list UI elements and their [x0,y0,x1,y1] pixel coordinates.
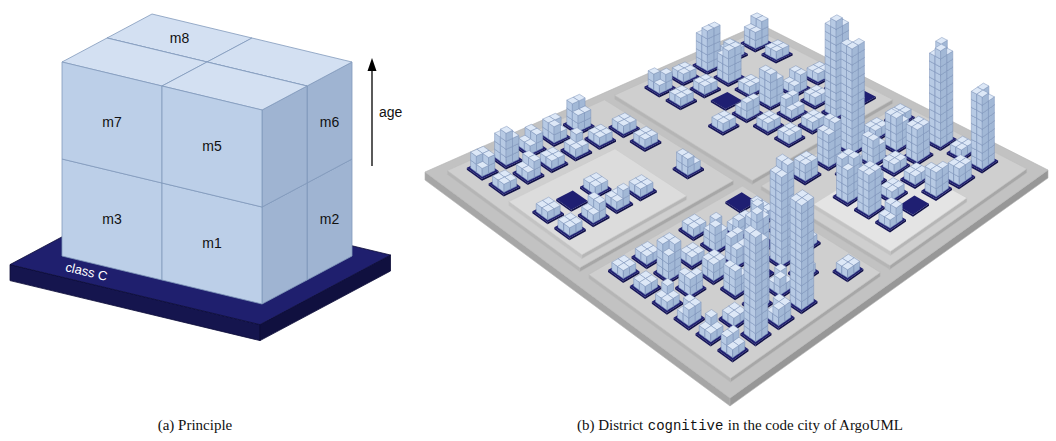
city-ground [730,170,1048,406]
method-block [611,195,623,202]
method-block [531,128,543,135]
method-block [699,80,711,86]
city-ground [425,24,1048,398]
method-block [471,149,483,156]
class-plate [762,46,793,62]
method-block [594,131,606,138]
method-block [635,182,647,189]
method-block [588,207,600,215]
method-block [733,214,745,221]
method-block [654,79,666,85]
class-plate [898,195,929,214]
method-block [786,104,798,111]
method-block [977,90,989,97]
method-block [648,68,660,74]
class-plate [625,180,657,199]
subdistrict-slab [814,156,967,252]
method-block [789,80,801,86]
method-block [750,27,762,33]
method-block [829,116,841,123]
class-plate [561,142,593,160]
class-plate [798,115,829,132]
method-block [954,162,966,169]
method-block [863,168,875,175]
method-block [618,119,630,126]
method-block [744,81,756,87]
method-block [548,120,560,127]
method-block [702,25,714,31]
method-block [500,126,512,133]
method-block [889,158,901,165]
method-block [590,180,602,187]
method-block [800,158,812,165]
class-plate [679,220,710,240]
method-block [823,128,835,135]
method-block [795,69,807,75]
method-block [831,15,843,21]
method-block [678,68,690,74]
method-block [524,139,536,146]
method-block [542,205,554,212]
method-block [567,97,579,104]
district-slab [731,272,881,382]
method-block [594,196,606,203]
method-block [868,134,880,141]
method-block [910,170,922,177]
class-plate [666,92,697,109]
method-block [771,46,783,52]
method-block [810,91,822,97]
class-plate [774,128,805,146]
method-block [756,16,768,22]
method-block [546,154,558,161]
class-plate [690,80,721,97]
method-block [781,93,793,100]
method-block [891,112,903,119]
method-block [718,117,730,124]
method-block [765,68,777,75]
method-block [784,129,796,136]
method-block [887,185,899,192]
method-block [476,161,488,168]
method-block [847,42,859,49]
method-block [522,166,534,173]
method-block [723,45,735,51]
method-block [483,150,495,157]
method-block [936,37,948,44]
class-plate [630,132,661,150]
method-block [675,92,687,98]
method-block [498,177,510,184]
method-block [571,128,583,135]
method-block [688,221,700,229]
method-block [931,165,943,172]
method-block [741,97,753,104]
method-block [639,133,651,140]
method-block [935,44,947,51]
method-block [813,68,825,74]
subdistrict-slab [509,149,687,255]
method-block [660,68,672,74]
district-slab [761,104,1027,266]
method-block [956,143,968,150]
method-block [762,117,774,124]
method-block [807,116,819,123]
method-block [870,124,882,131]
method-block [529,155,541,162]
class-plate [537,153,569,171]
class-plate [708,117,739,134]
method-block [837,152,849,159]
method-block [842,163,854,170]
method-block [572,109,584,116]
method-block [848,152,860,159]
method-block [682,152,694,159]
method-block [617,183,629,190]
method-block [912,123,924,130]
method-block [570,143,582,150]
class-plate [585,130,617,148]
